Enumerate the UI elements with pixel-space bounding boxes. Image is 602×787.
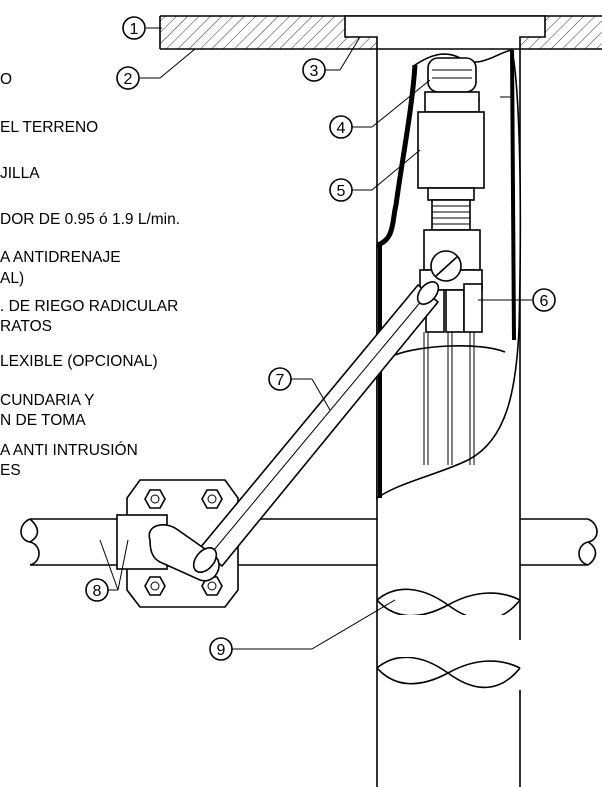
leader-lines: [99, 27, 532, 650]
legend-line-2: EL TERRENO: [0, 119, 98, 136]
callout-5: 5: [329, 178, 353, 202]
legend-line-1: O: [0, 71, 12, 88]
svg-text:8: 8: [93, 583, 102, 600]
svg-text:2: 2: [124, 71, 133, 88]
drip-lines: [423, 332, 475, 465]
svg-text:6: 6: [540, 293, 549, 310]
legend-line-4: DOR DE 0.95 ó 1.9 L/min.: [0, 211, 180, 228]
callout-9: 9: [209, 637, 233, 661]
legend-line-8: RATOS: [0, 318, 52, 335]
svg-text:3: 3: [310, 63, 319, 80]
legend-line-3: JILLA: [0, 165, 40, 182]
callouts: 1 2 3 4 5 6 7 8: [85, 16, 556, 661]
legend: O EL TERRENO JILLA DOR DE 0.95 ó 1.9 L/m…: [0, 71, 180, 479]
top-fitting: [424, 57, 480, 113]
svg-text:1: 1: [130, 21, 139, 38]
svg-text:9: 9: [217, 642, 226, 659]
legend-line-7: . DE RIEGO RADICULAR: [0, 298, 178, 315]
svg-text:7: 7: [276, 372, 285, 389]
emitter-body: [417, 111, 485, 231]
legend-line-13: ES: [0, 462, 21, 479]
secondary-pipe: [20, 518, 598, 566]
hex-nut-icon: [144, 489, 166, 509]
legend-line-9: LEXIBLE (OPCIONAL): [0, 353, 158, 370]
callout-1: 1: [122, 16, 146, 40]
legend-line-11: N DE TOMA: [0, 412, 86, 429]
valve-connector: [419, 229, 483, 333]
hex-nut-icon: [201, 489, 223, 509]
svg-text:4: 4: [337, 120, 346, 137]
legend-line-6: AL): [0, 270, 24, 287]
callout-8: 8: [85, 578, 109, 602]
callout-6: 6: [532, 288, 556, 312]
svg-text:5: 5: [337, 183, 346, 200]
lower-break: [376, 588, 521, 689]
callout-3: 3: [302, 58, 326, 82]
flexible-tube: [148, 280, 440, 582]
legend-line-5: A ANTIDRENAJE: [0, 249, 121, 266]
callout-2: 2: [116, 66, 140, 90]
callout-4: 4: [329, 115, 353, 139]
hex-nut-icon: [201, 576, 223, 596]
hex-nut-icon: [144, 576, 166, 596]
legend-line-12: A ANTI INTRUSIÓN: [0, 442, 138, 459]
callout-7: 7: [268, 367, 292, 391]
legend-line-10: CUNDARIA Y: [0, 392, 94, 409]
